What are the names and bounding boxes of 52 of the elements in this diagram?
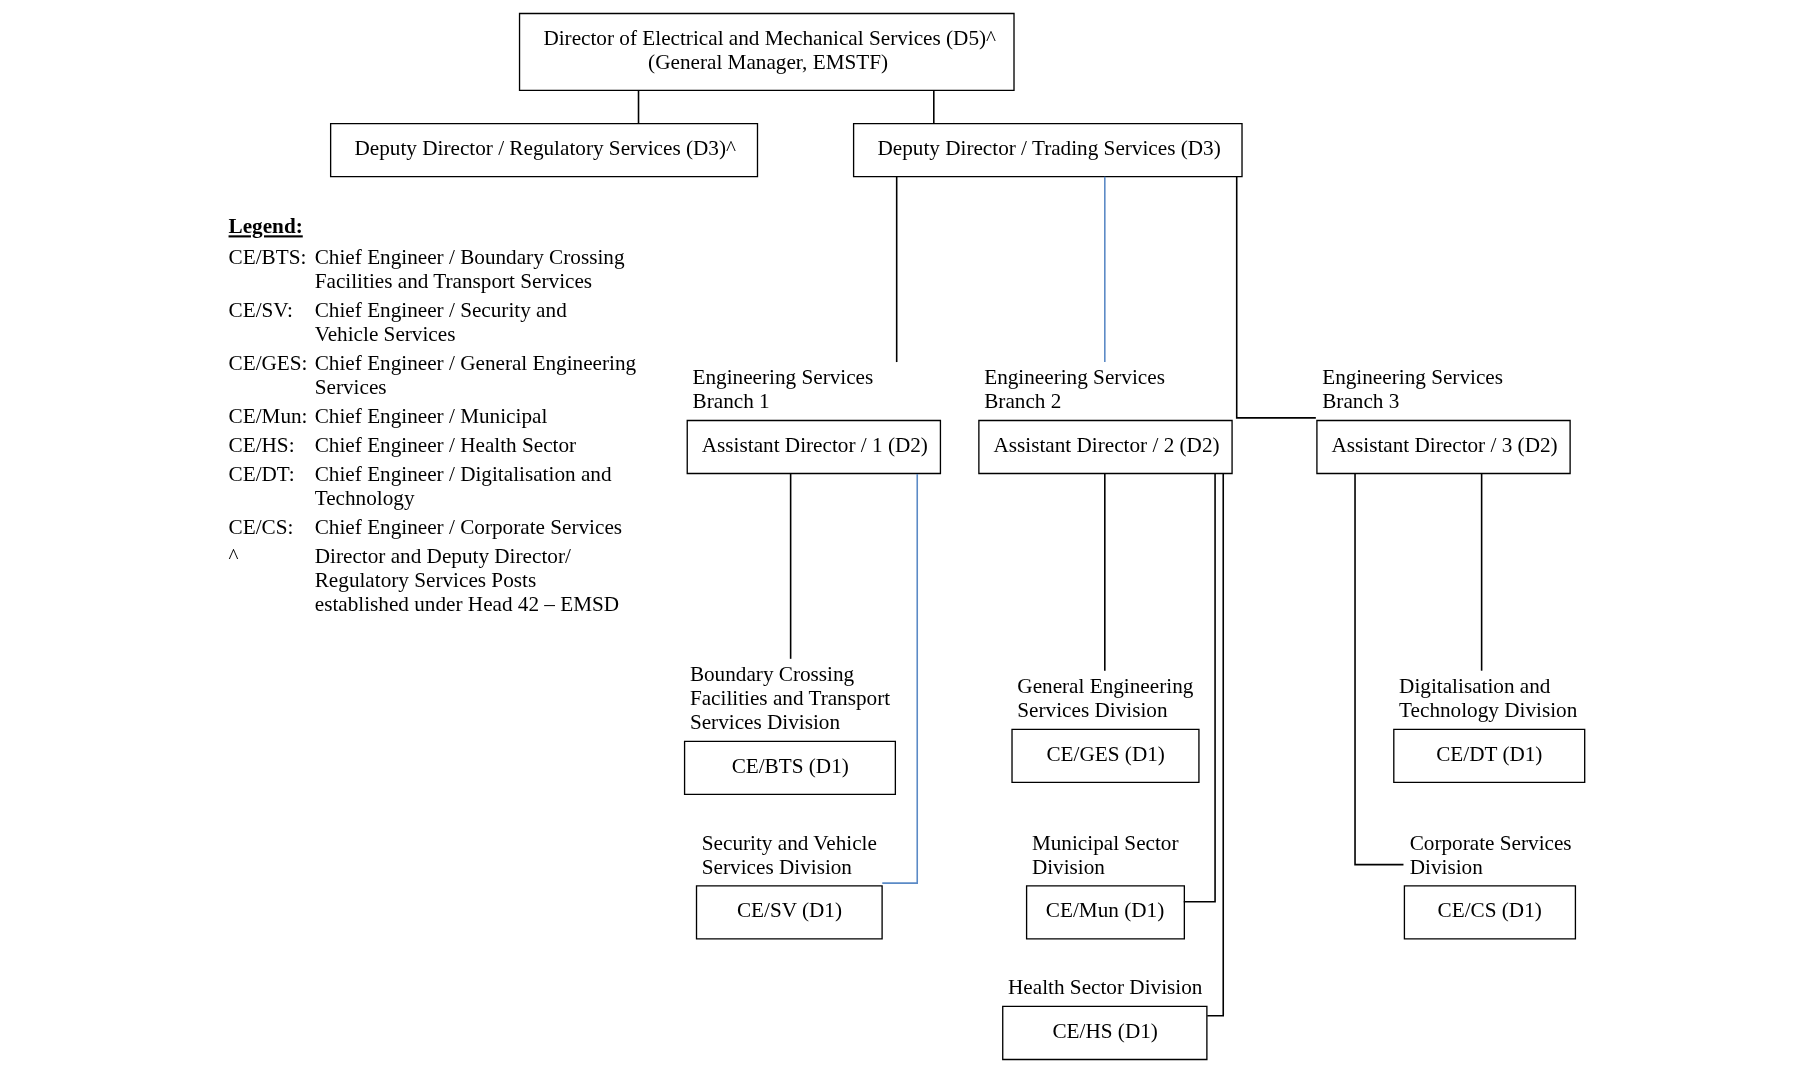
- label: CE/DT:: [228, 462, 295, 487]
- node-box: CE/BTS (D1): [683, 740, 897, 795]
- label: Chief Engineer / Corporate Services: [314, 515, 623, 540]
- node-box: Deputy Director / Regulatory Services (D3)^: [329, 122, 759, 178]
- label: CE/HS:: [228, 433, 295, 458]
- connector: [637, 89, 640, 125]
- connector: [881, 473, 919, 884]
- node-box: CE/DT (D1): [1393, 728, 1586, 784]
- connector: [789, 473, 792, 660]
- connector: [1235, 175, 1317, 419]
- label: Chief Engineer / Digitalisation and Technology: [314, 462, 612, 511]
- node-box: Assistant Director / 2 (D2): [978, 419, 1233, 475]
- node-label: Boundary Crossing Facilities and Transport Services Division: [689, 662, 891, 735]
- label: Legend:: [228, 214, 303, 239]
- node-label: General Engineering Services Division: [1017, 674, 1194, 723]
- label: CE/SV:: [228, 297, 293, 322]
- connector: [1354, 473, 1405, 866]
- connector: [1104, 473, 1106, 672]
- node-box: CE/CS (D1): [1403, 885, 1577, 940]
- node-label: Engineering Services Branch 2: [984, 365, 1165, 414]
- node-label: Corporate Services Division: [1409, 830, 1572, 879]
- node-box: CE/SV (D1): [695, 885, 883, 940]
- node-label: Engineering Services Branch 1: [692, 365, 874, 414]
- node-label: Engineering Services Branch 3: [1322, 365, 1503, 414]
- node-label: Health Sector Division: [1008, 975, 1203, 1000]
- connector: [1104, 175, 1106, 363]
- label: CE/Mun:: [228, 403, 308, 428]
- node-box: CE/GES (D1): [1011, 728, 1200, 784]
- node-box: Assistant Director / 3 (D2): [1316, 419, 1571, 475]
- label: CE/GES:: [228, 350, 308, 375]
- label: Chief Engineer / Security and Vehicle Services: [314, 297, 567, 346]
- label: Director and Deputy Director/ Regulatory Services Posts established under Head 42 – EMSD: [314, 544, 620, 617]
- node-box: Director of Electrical and Mechanical Services (D5)^ (General Manager, EMSTF): [518, 12, 1015, 92]
- connector: [933, 89, 935, 125]
- label: CE/BTS:: [228, 244, 307, 269]
- connector: [895, 175, 898, 363]
- node-box: Assistant Director / 1 (D2): [686, 419, 942, 475]
- label: Chief Engineer / Municipal: [314, 403, 548, 428]
- node-box: Deputy Director / Trading Services (D3): [852, 122, 1243, 178]
- label: Chief Engineer / General Engineering Services: [314, 350, 637, 399]
- label: Chief Engineer / Health Sector: [314, 433, 577, 458]
- label: ^: [228, 544, 239, 569]
- node-label: Security and Vehicle Services Division: [701, 830, 877, 879]
- node-box: CE/HS (D1): [1002, 1005, 1208, 1061]
- connector: [1182, 473, 1216, 903]
- node-label: Digitalisation and Technology Division: [1399, 674, 1578, 723]
- node-box: CE/Mun (D1): [1025, 885, 1185, 940]
- connector: [1480, 473, 1483, 672]
- label: Chief Engineer / Boundary Crossing Facilities and Transport Services: [314, 244, 625, 293]
- label: CE/CS:: [228, 515, 294, 540]
- connector: [1206, 472, 1225, 1017]
- node-label: Municipal Sector Division: [1031, 830, 1179, 879]
